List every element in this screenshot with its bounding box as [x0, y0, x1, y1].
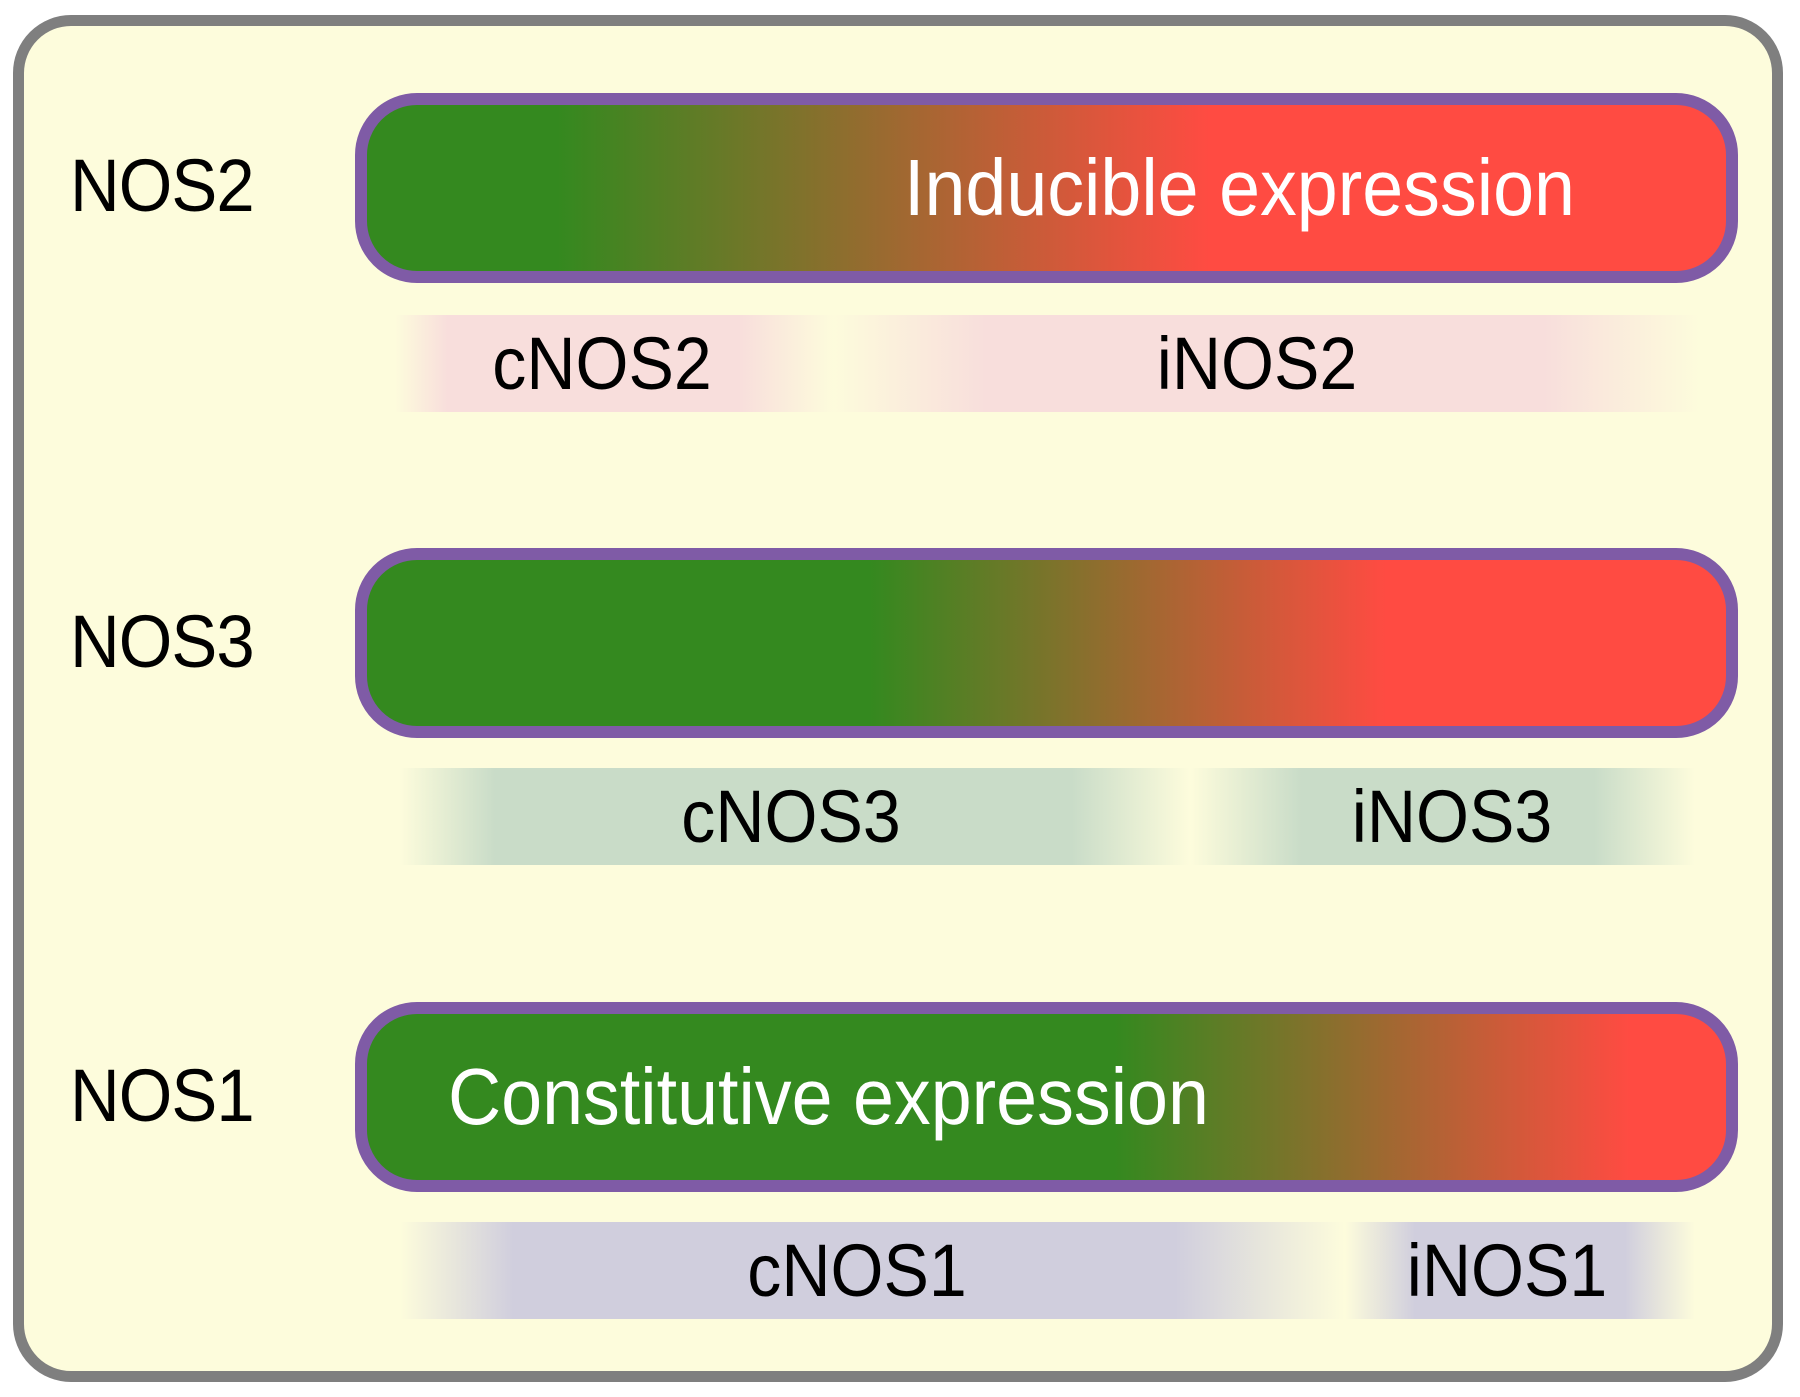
isoform-label-cnos2: cNOS2 [492, 322, 712, 405]
isoform-strip-inos1: iNOS1 [1345, 1222, 1695, 1319]
bar-text-constitutive-expression: Constitutive expression [448, 1052, 1209, 1141]
isoform-label-inos3: iNOS3 [1351, 775, 1553, 858]
isoform-label-inos1: iNOS1 [1406, 1229, 1608, 1312]
row-label-nos2: NOS2 [70, 144, 255, 227]
expression-bar-nos1: Constitutive expression [355, 1002, 1738, 1192]
row-label-nos3: NOS3 [70, 600, 255, 683]
isoform-strip-cnos3: cNOS3 [400, 768, 1190, 865]
isoform-strip-cnos2: cNOS2 [395, 315, 835, 412]
expression-bar-nos2: Inducible expression [355, 93, 1738, 283]
bar-text-inducible-expression: Inducible expression [904, 143, 1575, 232]
isoform-strip-inos2: iNOS2 [830, 315, 1700, 412]
isoform-label-inos2: iNOS2 [1156, 322, 1358, 405]
isoform-label-cnos1: cNOS1 [747, 1229, 967, 1312]
isoform-strip-cnos1: cNOS1 [400, 1222, 1345, 1319]
isoform-strip-inos3: iNOS3 [1190, 768, 1695, 865]
row-label-nos1: NOS1 [70, 1054, 255, 1137]
isoform-label-cnos3: cNOS3 [681, 775, 901, 858]
expression-bar-nos3 [355, 548, 1738, 738]
